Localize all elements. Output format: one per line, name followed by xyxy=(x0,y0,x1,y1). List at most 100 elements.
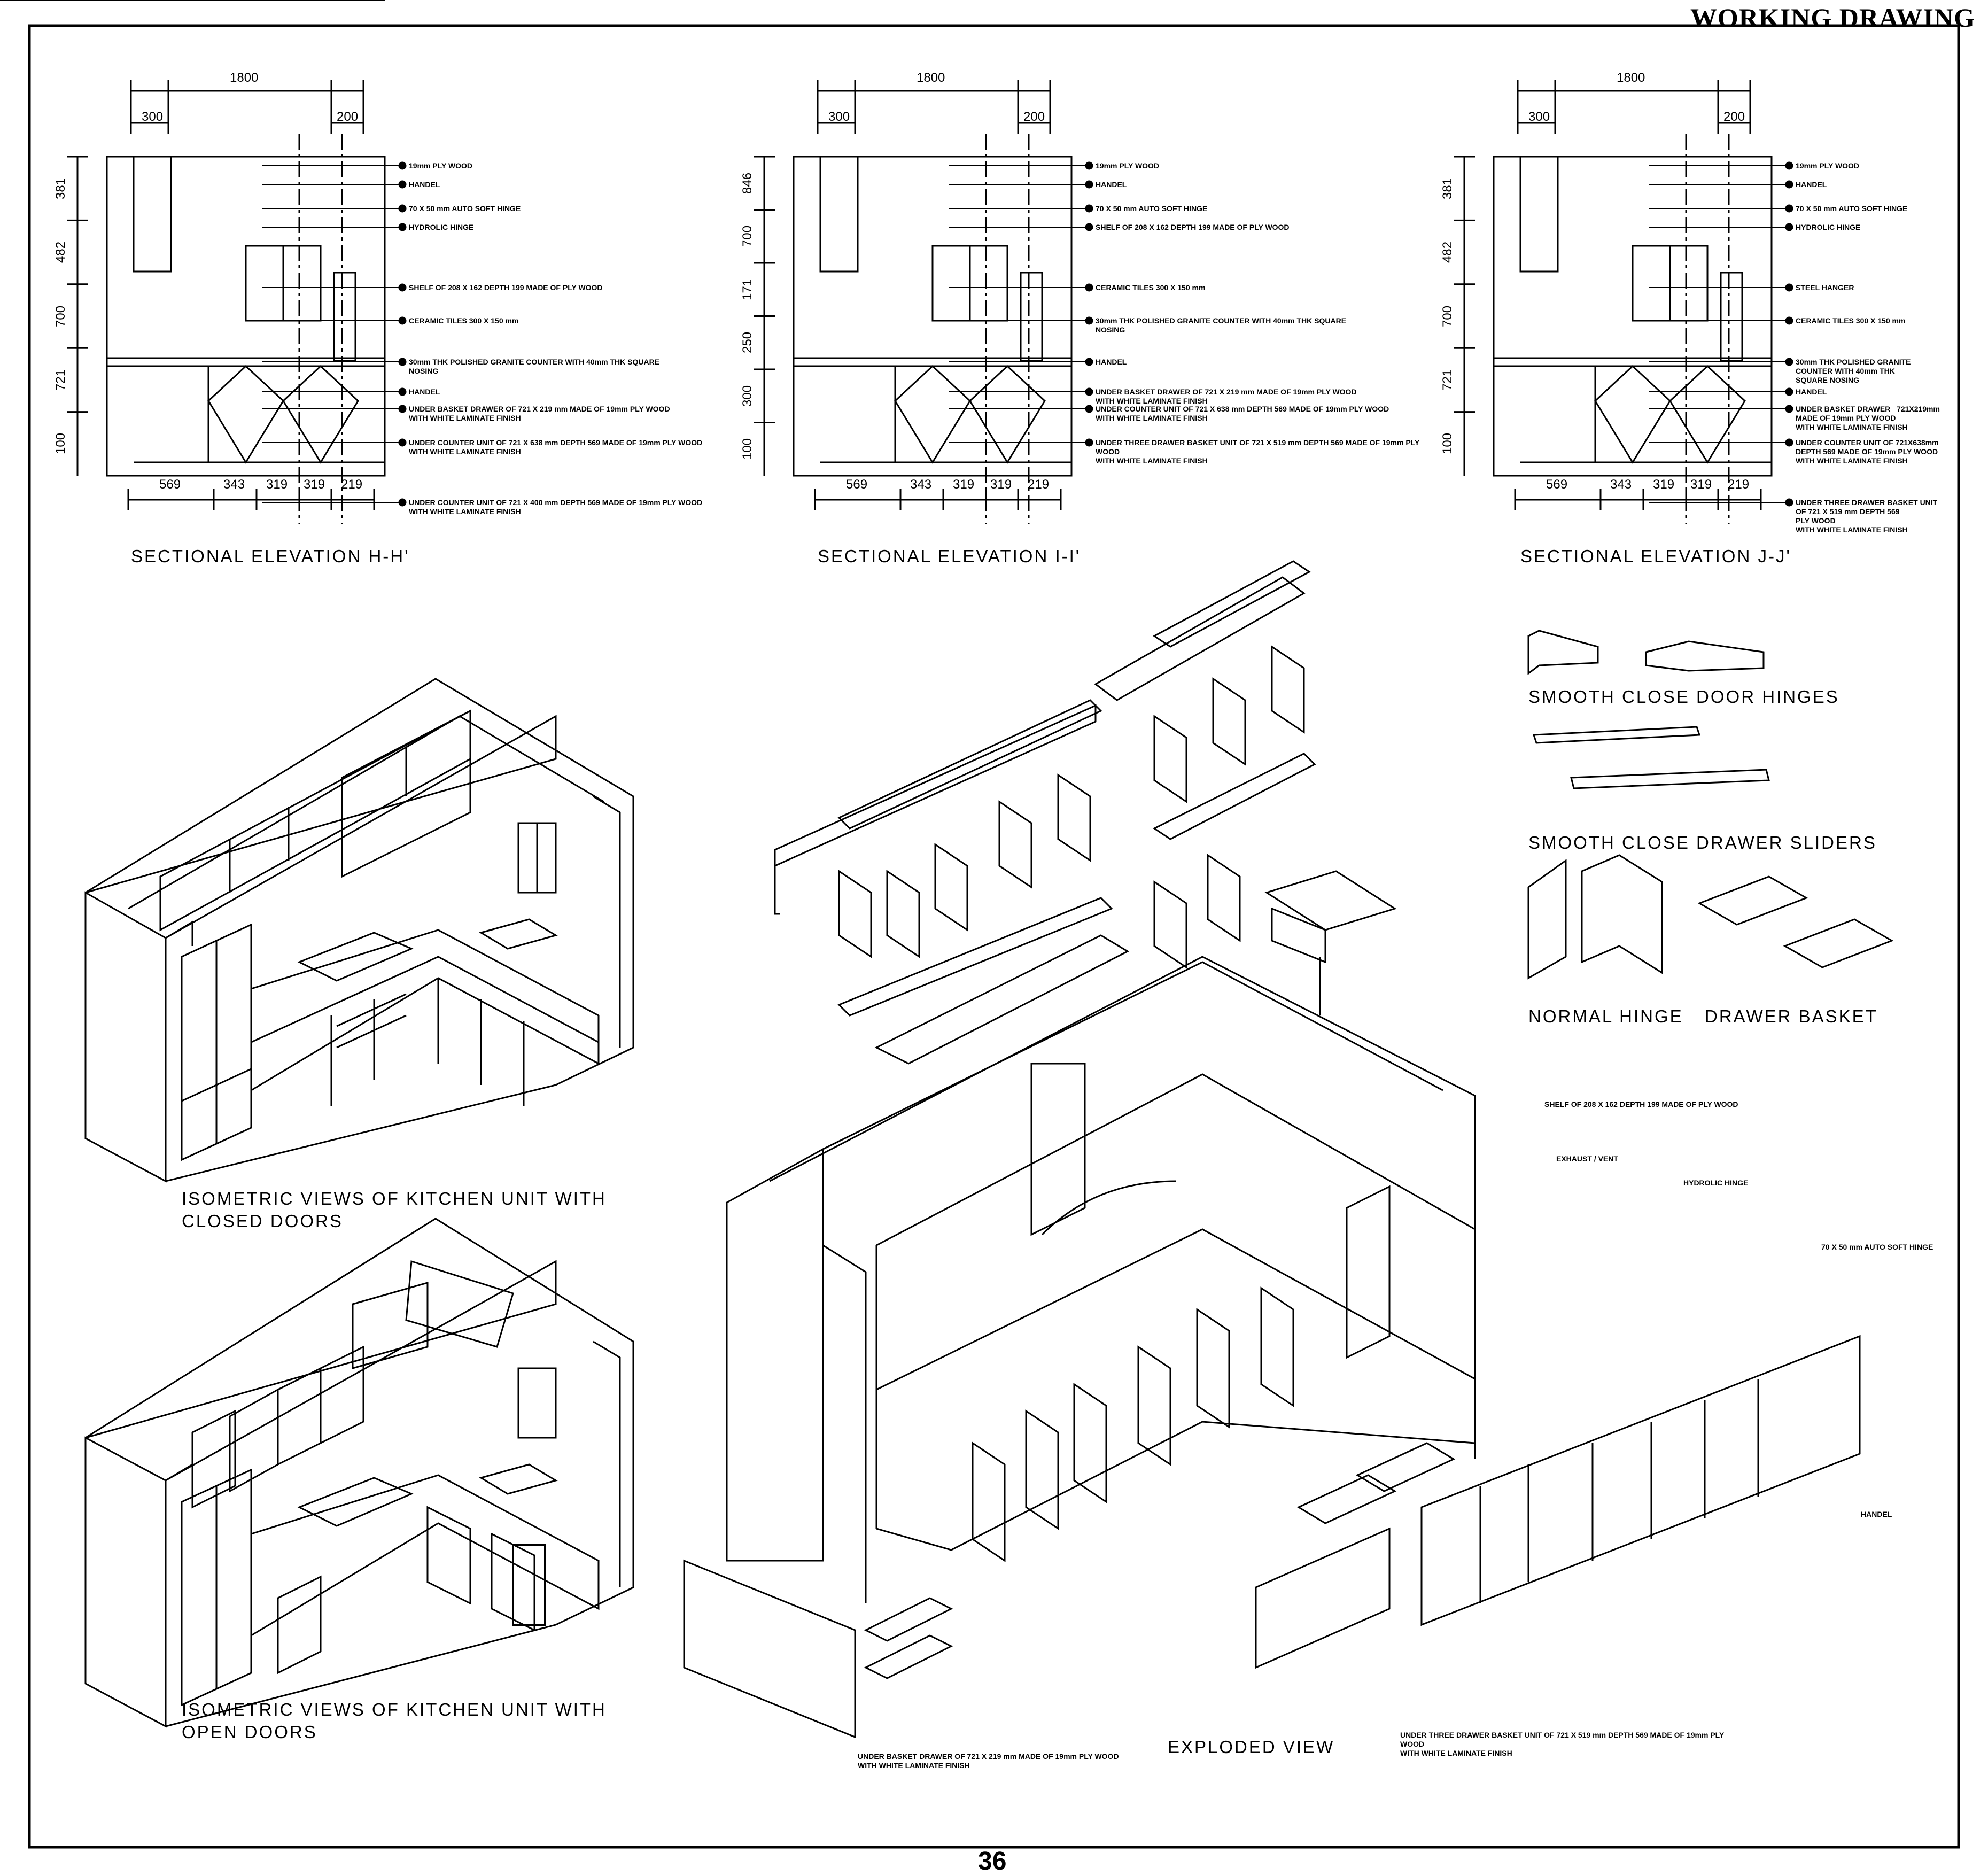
elevation-note: UNDER COUNTER UNIT OF 721X638mm DEPTH 56… xyxy=(1796,438,1939,465)
dimension-label: 721 xyxy=(53,369,68,391)
door-hinges-title: SMOOTH CLOSE DOOR HINGES xyxy=(1528,687,1839,707)
elevation-note: UNDER COUNTER UNIT OF 721 X 638 mm DEPTH… xyxy=(409,438,703,456)
dimension-label: 300 xyxy=(740,385,755,407)
dimension-label: 219 xyxy=(1028,477,1050,492)
elevation-note: 30mm THK POLISHED GRANITE COUNTER WITH 4… xyxy=(1096,316,1347,334)
elevation-note: 70 X 50 mm AUTO SOFT HINGE xyxy=(1096,204,1208,213)
normal-hinge-title: NORMAL HINGE xyxy=(1528,1006,1683,1026)
elevation-note: HANDEL xyxy=(1096,180,1127,189)
dimension-label: 343 xyxy=(223,477,245,492)
hardware-drawings xyxy=(1527,630,1894,980)
dimension-label: 482 xyxy=(53,242,68,263)
elevation-note: HANDEL xyxy=(1796,387,1827,396)
elevation-note: HANDEL xyxy=(1796,180,1827,189)
elevation-note: SHELF OF 208 X 162 DEPTH 199 MADE OF PLY… xyxy=(409,283,603,292)
dimension-label: 200 xyxy=(1723,110,1745,124)
elevation-note: HANDEL xyxy=(409,387,440,396)
dimension-label: 219 xyxy=(341,477,363,492)
exploded-note: UNDER THREE DRAWER BASKET UNIT OF 721 X … xyxy=(1400,1731,1725,1757)
elevation-note: CERAMIC TILES 300 X 150 mm xyxy=(1096,283,1206,292)
drawer-sliders-title: SMOOTH CLOSE DRAWER SLIDERS xyxy=(1528,833,1877,852)
elevation-note: UNDER COUNTER UNIT OF 721 X 638 mm DEPTH… xyxy=(1096,405,1389,422)
dimension-label: 700 xyxy=(1440,305,1455,327)
exploded-drawing xyxy=(683,560,1861,1739)
elevation-h-drawing xyxy=(67,80,407,524)
dimension-label: 343 xyxy=(910,477,932,492)
exploded-note: SHELF OF 208 X 162 DEPTH 199 MADE OF PLY… xyxy=(1544,1100,1738,1108)
elevation-note: UNDER BASKET DRAWER OF 721 X 219 mm MADE… xyxy=(1096,387,1357,405)
elevation-i-title: SECTIONAL ELEVATION I-I' xyxy=(818,546,1081,566)
elevation-note: 30mm THK POLISHED GRANITE COUNTER WITH 4… xyxy=(409,358,660,375)
dimension-label: 381 xyxy=(1440,177,1455,199)
dimension-label: 319 xyxy=(990,477,1012,492)
iso-open-title: ISOMETRIC VIEWS OF KITCHEN UNIT WITH OPE… xyxy=(182,1700,607,1742)
elevation-note: 70 X 50 mm AUTO SOFT HINGE xyxy=(1796,204,1908,213)
elevation-note: 30mm THK POLISHED GRANITE COUNTER WITH 4… xyxy=(1796,358,1911,384)
dimension-label: 700 xyxy=(740,226,755,247)
dimension-label: 1800 xyxy=(230,71,259,85)
elevation-note: CERAMIC TILES 300 X 150 mm xyxy=(1796,316,1906,325)
exploded-note: 70 X 50 mm AUTO SOFT HINGE xyxy=(1821,1243,1933,1251)
dimension-label: 1800 xyxy=(1617,71,1645,85)
dimension-label: 1800 xyxy=(917,71,945,85)
drawer-basket-title: DRAWER BASKET xyxy=(1705,1006,1878,1026)
sheet-border xyxy=(28,24,1960,1849)
elevation-h-title: SECTIONAL ELEVATION H-H' xyxy=(131,546,410,566)
elevation-note: SHELF OF 208 X 162 DEPTH 199 MADE OF PLY… xyxy=(1096,223,1290,231)
exploded-note: UNDER BASKET DRAWER OF 721 X 219 mm MADE… xyxy=(858,1752,1119,1770)
dimension-label: 319 xyxy=(1653,477,1675,492)
dimension-label: 319 xyxy=(304,477,325,492)
dimension-label: 100 xyxy=(740,438,755,460)
exploded-note: HANDEL xyxy=(1861,1510,1892,1518)
isometric-open-drawing xyxy=(84,1218,634,1728)
dimension-label: 250 xyxy=(740,332,755,354)
elevation-note: 19mm PLY WOOD xyxy=(1796,161,1860,170)
elevation-note: HYDROLIC HINGE xyxy=(1796,223,1861,231)
elevation-j-drawing xyxy=(1454,80,1793,524)
dimension-label: 700 xyxy=(53,305,68,327)
elevation-note: 19mm PLY WOOD xyxy=(409,161,473,170)
dimension-label: 300 xyxy=(142,110,164,124)
dimension-label: 721 xyxy=(1440,369,1455,391)
iso-closed-title: ISOMETRIC VIEWS OF KITCHEN UNIT WITH CLO… xyxy=(182,1189,607,1231)
sheet-title: WORKING DRAWING xyxy=(1690,3,1975,33)
dimension-label: 569 xyxy=(1546,477,1568,492)
dimension-label: 219 xyxy=(1728,477,1750,492)
dimension-label: 100 xyxy=(1440,433,1455,455)
page-number: 36 xyxy=(978,1847,1007,1875)
elevation-note: 19mm PLY WOOD xyxy=(1096,161,1160,170)
dimension-label: 300 xyxy=(1528,110,1550,124)
dimension-label: 319 xyxy=(266,477,288,492)
elevation-j-title: SECTIONAL ELEVATION J-J' xyxy=(1520,546,1791,566)
elevation-note: STEEL HANGER xyxy=(1796,283,1854,292)
exploded-title: EXPLODED VIEW xyxy=(1168,1737,1335,1757)
dimension-label: 200 xyxy=(1023,110,1045,124)
elevation-note: HANDEL xyxy=(409,180,440,189)
elevation-note: HANDEL xyxy=(1096,358,1127,366)
dimension-label: 319 xyxy=(953,477,975,492)
dimension-label: 381 xyxy=(53,177,68,199)
elevation-i-drawing xyxy=(754,80,1093,524)
dimension-label: 100 xyxy=(53,433,68,455)
exploded-note: HYDROLIC HINGE xyxy=(1683,1179,1749,1187)
dimension-label: 300 xyxy=(828,110,850,124)
dimension-label: 200 xyxy=(337,110,359,124)
dimension-label: 343 xyxy=(1610,477,1632,492)
dimension-label: 846 xyxy=(740,172,755,194)
isometric-closed-drawing xyxy=(0,0,634,1183)
dimension-label: 319 xyxy=(1690,477,1712,492)
elevation-note: UNDER BASKET DRAWER 721X219mm MADE OF 19… xyxy=(1796,405,1940,431)
elevation-note: UNDER BASKET DRAWER OF 721 X 219 mm MADE… xyxy=(409,405,670,422)
dimension-label: 569 xyxy=(159,477,181,492)
elevation-note: UNDER THREE DRAWER BASKET UNIT OF 721 X … xyxy=(1096,438,1420,465)
dimension-label: 171 xyxy=(740,278,755,300)
elevation-note: UNDER THREE DRAWER BASKET UNIT OF 721 X … xyxy=(1796,498,1938,534)
dimension-label: 482 xyxy=(1440,242,1455,263)
dimension-label: 569 xyxy=(846,477,868,492)
elevation-note: 70 X 50 mm AUTO SOFT HINGE xyxy=(409,204,521,213)
elevation-note: UNDER COUNTER UNIT OF 721 X 400 mm DEPTH… xyxy=(409,498,703,516)
exploded-note: EXHAUST / VENT xyxy=(1556,1154,1618,1163)
elevation-note: HYDROLIC HINGE xyxy=(409,223,474,231)
